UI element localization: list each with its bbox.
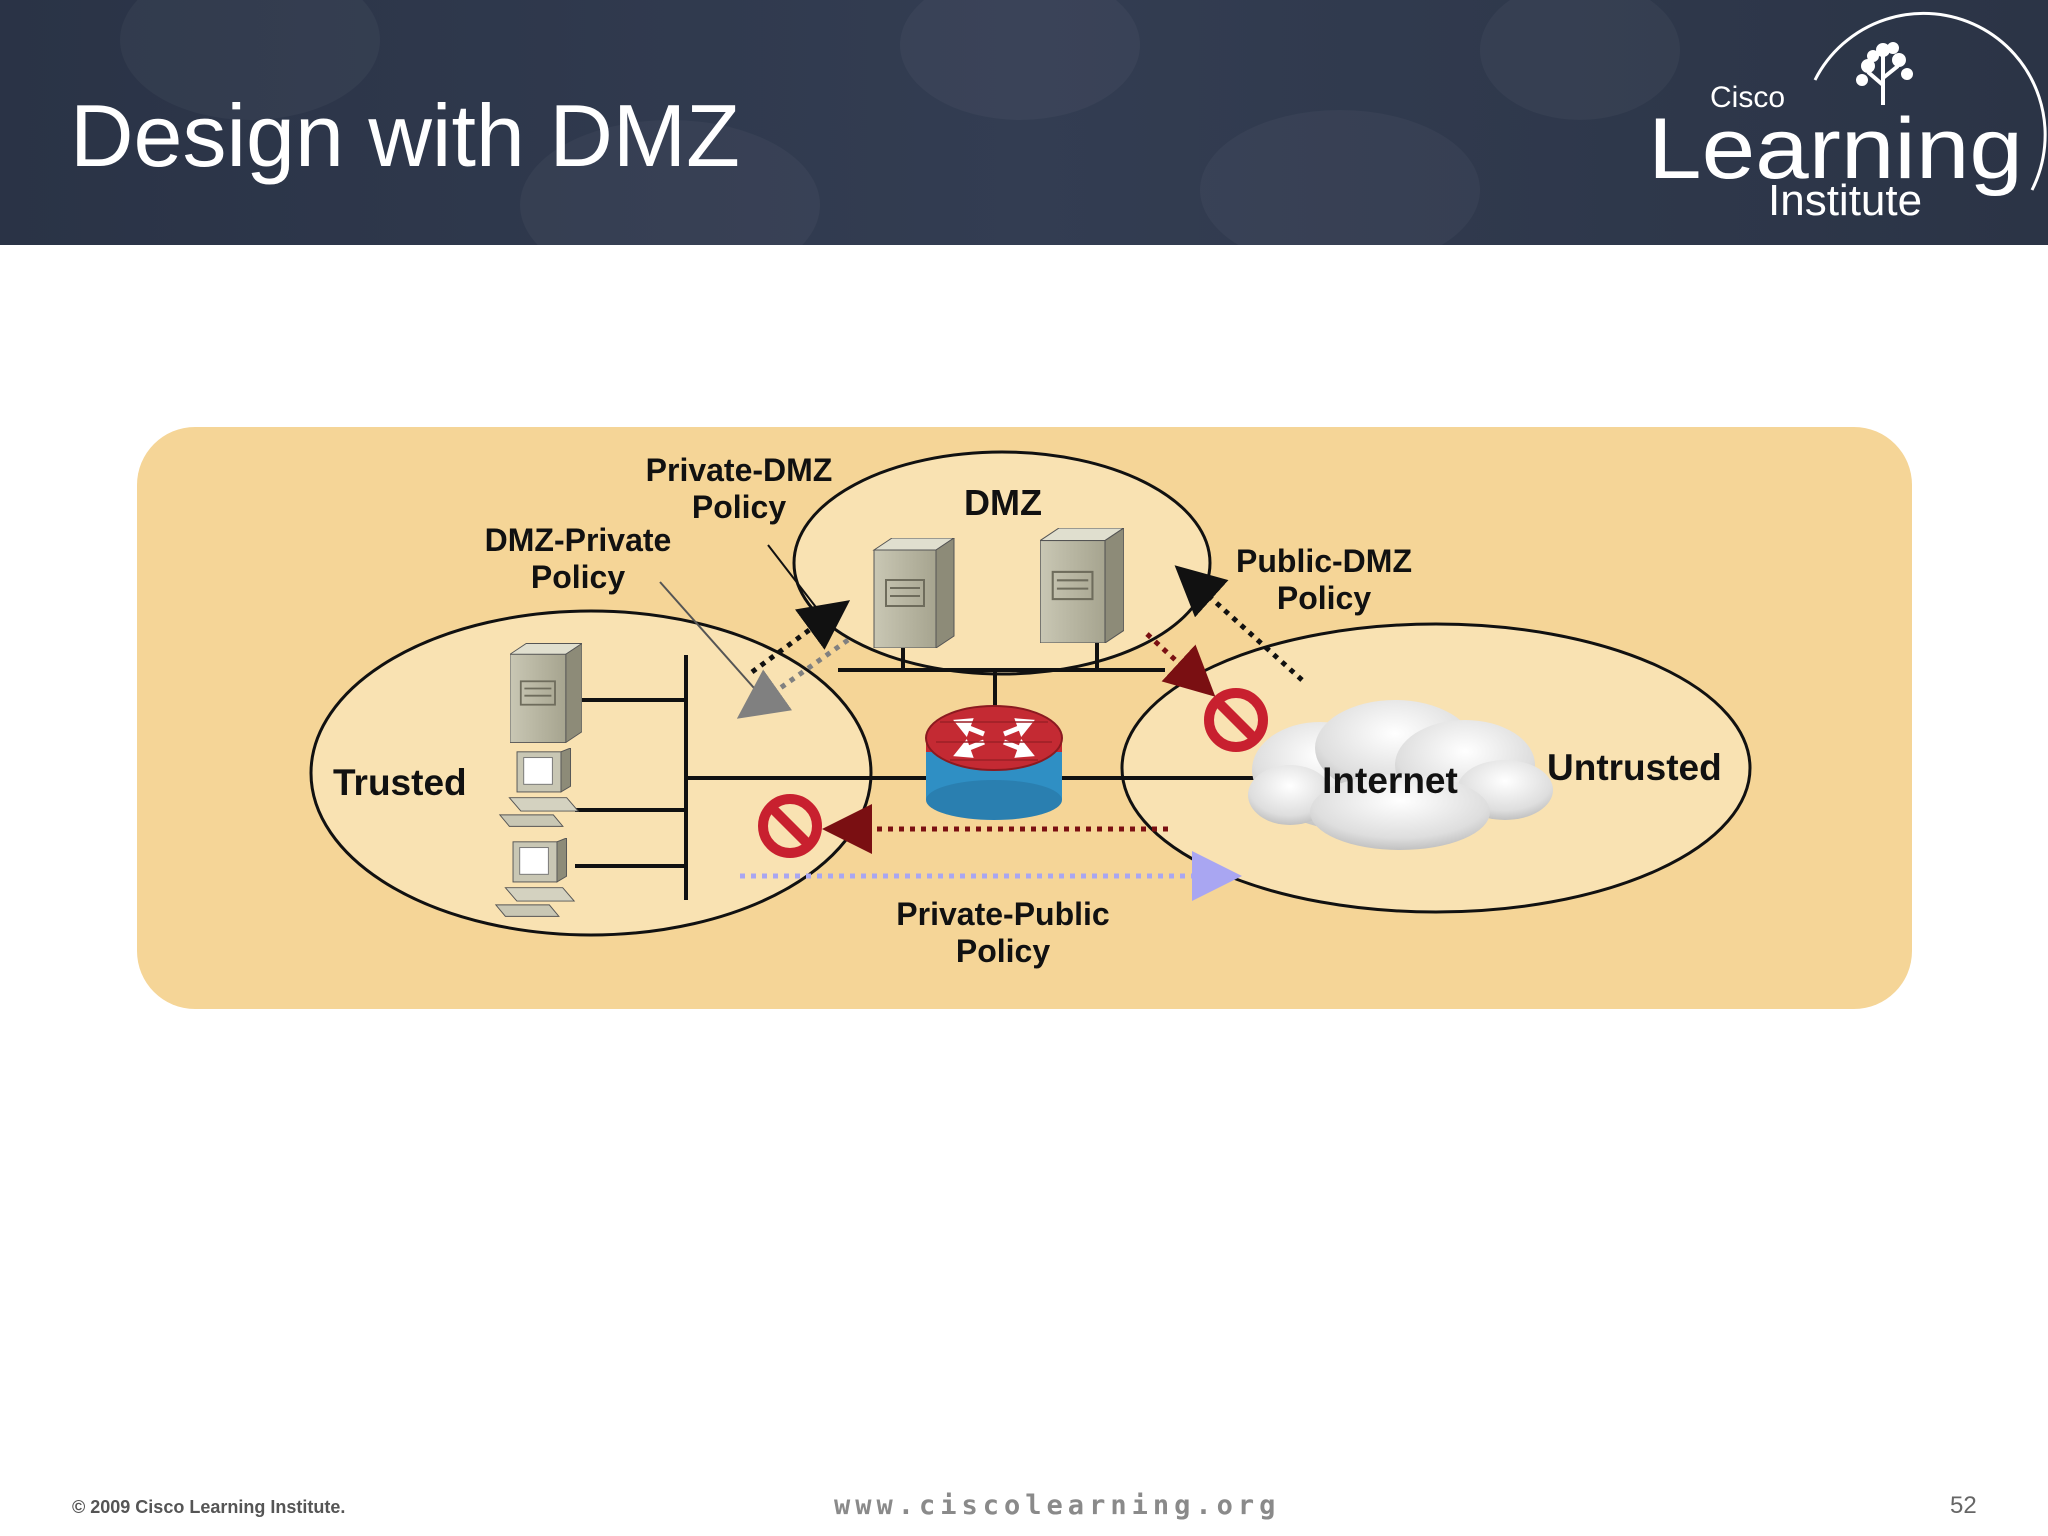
dmz-private-policy-line1: DMZ-Private xyxy=(485,522,672,558)
slide-header: Design with DMZ Cisco Learning Institute xyxy=(0,0,2048,245)
private-public-policy-line1: Private-Public xyxy=(896,896,1109,932)
dmz-label: DMZ xyxy=(964,482,1042,523)
page-number: 52 xyxy=(1950,1492,1977,1519)
footer-copyright: © 2009 Cisco Learning Institute. xyxy=(72,1497,346,1517)
logo-cisco: Cisco xyxy=(1710,81,1785,114)
internet-label: Internet xyxy=(1322,760,1458,801)
private-dmz-policy-line2: Policy xyxy=(692,489,786,525)
firewall-router-icon xyxy=(925,705,1063,820)
private-public-policy-line2: Policy xyxy=(956,933,1050,969)
logo-learning: Learning xyxy=(1648,101,2023,197)
cisco-learning-institute-logo: Cisco Learning Institute xyxy=(1648,11,2047,225)
tree-icon xyxy=(1856,42,1913,105)
private-dmz-arrow xyxy=(750,600,851,675)
internet-cloud-icon xyxy=(1248,700,1553,850)
public-dmz-arrow xyxy=(1174,565,1304,682)
private-dmz-policy-line1: Private-DMZ xyxy=(646,452,833,488)
footer-url[interactable]: www.ciscolearning.org xyxy=(834,1490,1281,1521)
logo-institute: Institute xyxy=(1768,176,1922,225)
dmz-server-icon xyxy=(872,538,956,648)
public-dmz-policy-line2: Policy xyxy=(1277,580,1371,616)
untrusted-label: Untrusted xyxy=(1547,747,1722,788)
trusted-label: Trusted xyxy=(333,762,467,803)
trusted-server-icon xyxy=(510,643,582,743)
trusted-zone xyxy=(309,609,873,937)
trusted-network-bus xyxy=(575,655,935,900)
slide-title: Design with DMZ xyxy=(70,86,740,185)
public-dmz-policy-line1: Public-DMZ xyxy=(1236,543,1412,579)
dmz-public-blocked-arrow xyxy=(1145,632,1216,697)
dmz-server-icon-2 xyxy=(1040,528,1124,643)
dmz-private-policy-line2: Policy xyxy=(531,559,625,595)
